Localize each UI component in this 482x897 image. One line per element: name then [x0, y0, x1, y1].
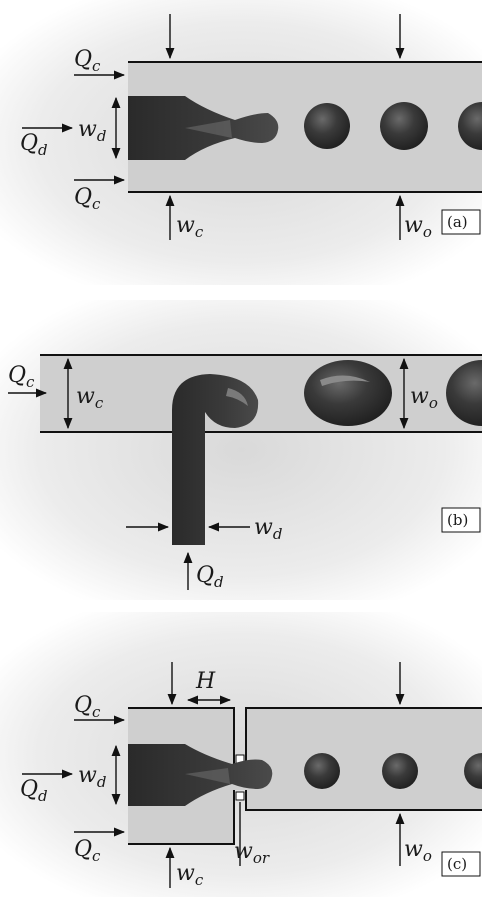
panel-b-droplet-1: [304, 360, 392, 426]
panel-c-downstream-top-wall: [245, 707, 482, 764]
panel-a-tag-box: [441, 209, 481, 235]
panel-b-qc-label: Qc: [8, 363, 35, 391]
panel-c-upstream-bottom-wall: [128, 790, 235, 845]
panel-c-qd-label: Qd: [20, 777, 48, 805]
panel-c-wo-label: wo: [404, 837, 432, 865]
panel-c-droplet-1: [304, 753, 340, 789]
panel-b-droplet-2: [446, 360, 482, 426]
panel-c-wc-label: wc: [176, 861, 204, 889]
panel-c-orifice-block-bottom: [235, 791, 245, 801]
panel-c-upstream-top-wall: [128, 707, 235, 764]
panel-a-wd-label: wd: [78, 117, 106, 145]
panel-c-droplet-3: [464, 753, 482, 789]
panel-b-wo-label: wo: [410, 384, 438, 412]
panel-c-qc-top-label: Qc: [74, 693, 101, 721]
panel-a-jet-highlight: [185, 120, 232, 138]
panel-a-droplet-2: [380, 102, 428, 150]
panel-c-downstream-bottom-wall: [245, 790, 482, 811]
panel-b-jet-highlight: [226, 388, 248, 406]
panel-a-droplet-1: [304, 103, 350, 149]
panel-a-tag: (a): [447, 213, 468, 231]
panel-a: Qc Qd wd Qc wc wo (a): [0, 0, 482, 285]
panel-c-jet-highlight: [185, 768, 230, 784]
panel-c-droplet-2: [382, 753, 418, 789]
panel-c-downstream-channel: [246, 708, 482, 810]
panel-b-qd-label: Qd: [196, 563, 224, 591]
panel-c-h-label: H: [195, 669, 216, 694]
panel-c-tag: (c): [447, 855, 467, 873]
panel-c-wor-label: wor: [234, 839, 270, 867]
panel-c-wd-label: wd: [78, 763, 106, 791]
panel-b: Qc wc wo wd Qd (b): [0, 300, 482, 600]
panel-b-tag-box: [441, 507, 481, 533]
panel-b-wc-label: wc: [76, 384, 104, 412]
panel-c-tag-box: [441, 851, 481, 877]
panel-b-tag: (b): [447, 511, 468, 529]
panel-a-qc-top-label: Qc: [74, 47, 101, 75]
panel-c: H Qc Qd wd Qc wc wor wo (c): [0, 612, 482, 897]
panel-a-wc-label: wc: [176, 213, 204, 241]
panel-b-background: [0, 300, 482, 600]
panel-b-droplet-1-highlight: [320, 375, 370, 386]
panel-b-wd-label: wd: [254, 515, 282, 543]
panel-c-qc-bottom-label: Qc: [74, 837, 101, 865]
panel-b-dispersed-inlet: [172, 374, 259, 545]
panel-a-wo-label: wo: [404, 213, 432, 241]
panel-a-qc-bottom-label: Qc: [74, 185, 101, 213]
panel-a-qd-label: Qd: [20, 131, 48, 159]
panel-a-droplet-3: [458, 102, 482, 150]
